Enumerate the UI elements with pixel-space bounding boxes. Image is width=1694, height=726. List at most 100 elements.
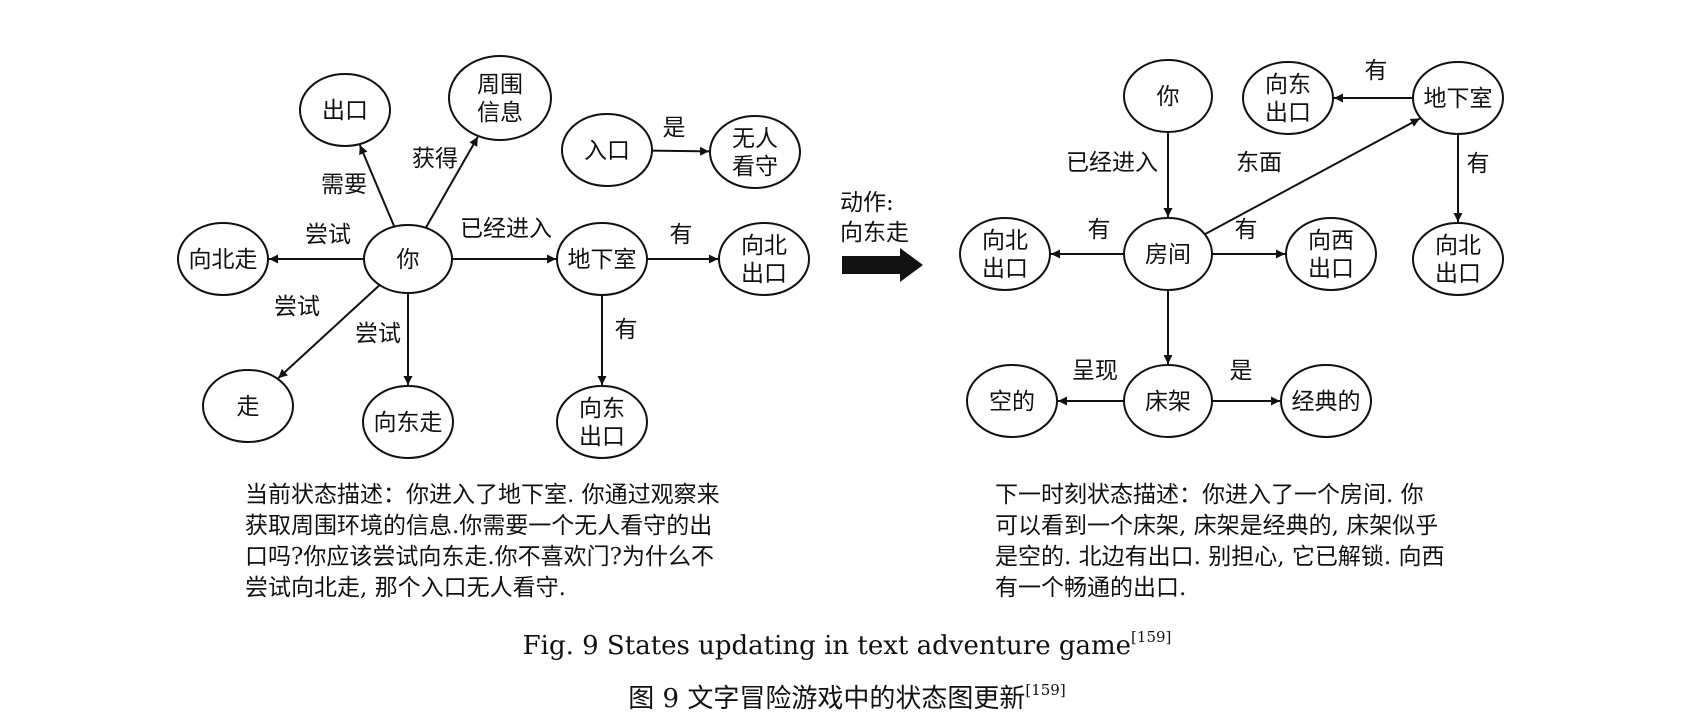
edge-arrow: [358, 144, 396, 228]
edge-entrance-to-unguarded: 是: [651, 115, 710, 156]
edge-you-to-exit: 需要: [321, 144, 396, 228]
action-arrow: 动作:向东走: [840, 190, 923, 282]
node-bed_frame: 床架: [1123, 364, 1213, 438]
node-label: 入口: [584, 138, 630, 164]
node-ellipse: [362, 385, 454, 459]
node-ellipse: [1280, 364, 1372, 438]
node-label: 出口: [579, 424, 625, 450]
node-ellipse: [556, 222, 648, 296]
node-label: 出口: [322, 98, 368, 124]
node-label: 向东: [1265, 72, 1311, 98]
node-label: 你: [397, 247, 420, 273]
node-label: 向西: [1308, 228, 1354, 254]
caption-chinese: 图 9 文字冒险游戏中的状态图更新[159]: [0, 678, 1694, 715]
edge-label: 有: [1467, 151, 1490, 177]
edge-basement-to-east_exit: 有: [1334, 58, 1413, 103]
caption-english-ref: [159]: [1131, 628, 1172, 646]
edge-label: 有: [1088, 217, 1111, 243]
node-ellipse: [1285, 217, 1377, 291]
node-ellipse: [202, 369, 294, 443]
node-ellipse: [1412, 61, 1504, 135]
edge-you-to-basement: 已经进入: [452, 216, 556, 264]
node-label: 周围: [477, 72, 523, 98]
edge-you-to-surround_info: 获得: [412, 136, 479, 229]
edge-you-to-go_north: 尝试: [269, 222, 364, 264]
edge-room-to-west_exit: 有: [1212, 217, 1285, 259]
node-basement: 地下室: [1412, 61, 1504, 135]
node-label: 出口: [1265, 100, 1311, 126]
edge-room-to-basement: 东面: [1204, 117, 1421, 236]
node-label: 向北: [741, 233, 787, 259]
caption-chinese-ref: [159]: [1025, 681, 1066, 699]
node-label: 向北: [1435, 233, 1481, 259]
node-go_east: 向东走: [362, 385, 454, 459]
node-label: 无人: [732, 126, 778, 152]
node-entrance: 入口: [561, 113, 653, 187]
edge-label: 尝试: [274, 294, 320, 320]
node-exit: 出口: [299, 73, 391, 147]
edge-label: 是: [1230, 358, 1253, 384]
node-room: 房间: [1123, 217, 1213, 291]
node-ellipse: [709, 115, 801, 189]
edge-arrow: [424, 136, 479, 229]
node-ellipse: [556, 385, 648, 459]
caption-english-text: Fig. 9 States updating in text adventure…: [522, 631, 1132, 661]
edge-label: 已经进入: [1066, 150, 1158, 176]
next-state-graph: 已经进入有东面有有有呈现是 你向东出口地下室向北出口房间向西出口向北出口空的床架…: [959, 58, 1504, 438]
edge-arrow: [1204, 117, 1421, 236]
action-label: 动作:向东走: [840, 190, 909, 246]
caption-english: Fig. 9 States updating in text adventure…: [0, 628, 1694, 661]
node-label: 空的: [989, 389, 1035, 415]
node-unguarded: 无人看守: [709, 115, 801, 189]
edge-you-to-room: 已经进入: [1066, 132, 1173, 217]
node-ellipse: [718, 222, 810, 296]
current-state-description: 当前状态描述：你进入了地下室. 你通过观察来 获取周围环境的信息.你需要一个无人…: [245, 482, 720, 601]
node-label: 向北走: [189, 247, 258, 273]
node-label: 地下室: [1424, 86, 1493, 112]
edge-arrow: [277, 284, 381, 379]
node-ellipse: [1123, 217, 1213, 291]
node-label: 地下室: [568, 247, 637, 273]
next-state-description: 下一时刻状态描述：你进入了一个房间. 你 可以看到一个床架, 床架是经典的, 床…: [995, 482, 1445, 601]
node-you: 你: [1123, 59, 1213, 133]
node-label: 走: [237, 394, 260, 420]
node-ellipse: [299, 73, 391, 147]
edge-basement-to-east_exit: 有: [597, 295, 638, 385]
edge-label: 尝试: [305, 222, 351, 248]
node-ellipse: [1412, 222, 1504, 296]
edge-label: 尝试: [355, 321, 401, 347]
edge-label: 呈现: [1072, 358, 1118, 384]
node-label: 向东: [579, 396, 625, 422]
action-arrow-shape: [842, 248, 923, 282]
node-label: 出口: [1435, 261, 1481, 287]
edge-you-to-walk: 尝试: [274, 284, 381, 379]
node-ellipse: [959, 217, 1051, 291]
edge-label: 有: [1365, 58, 1388, 84]
caption-chinese-text: 图 9 文字冒险游戏中的状态图更新: [628, 684, 1026, 714]
edge-label: 有: [670, 222, 693, 248]
node-label: 出口: [1308, 256, 1354, 282]
node-you: 你: [363, 224, 453, 294]
edge-label: 需要: [321, 172, 367, 198]
node-label: 向东走: [374, 410, 443, 436]
node-ellipse: [561, 113, 653, 187]
edge-label: 有: [615, 317, 638, 343]
node-ellipse: [1123, 59, 1213, 133]
node-empty: 空的: [966, 364, 1058, 438]
edge-arrow: [651, 146, 710, 156]
node-ellipse: [1123, 364, 1213, 438]
node-ellipse: [363, 224, 453, 294]
current-state-graph: 需要获得是尝试已经进入有尝试尝试有 你出口周围信息入口无人看守向北走地下室向北出…: [177, 55, 810, 459]
edge-room-to-north_exit_l: 有: [1051, 217, 1124, 259]
node-go_north: 向北走: [177, 222, 269, 296]
edge-basement-to-north_exit: 有: [647, 222, 718, 264]
edge-label: 有: [1235, 217, 1258, 243]
node-label: 出口: [982, 256, 1028, 282]
node-label: 房间: [1145, 242, 1191, 268]
node-ellipse: [448, 55, 552, 141]
